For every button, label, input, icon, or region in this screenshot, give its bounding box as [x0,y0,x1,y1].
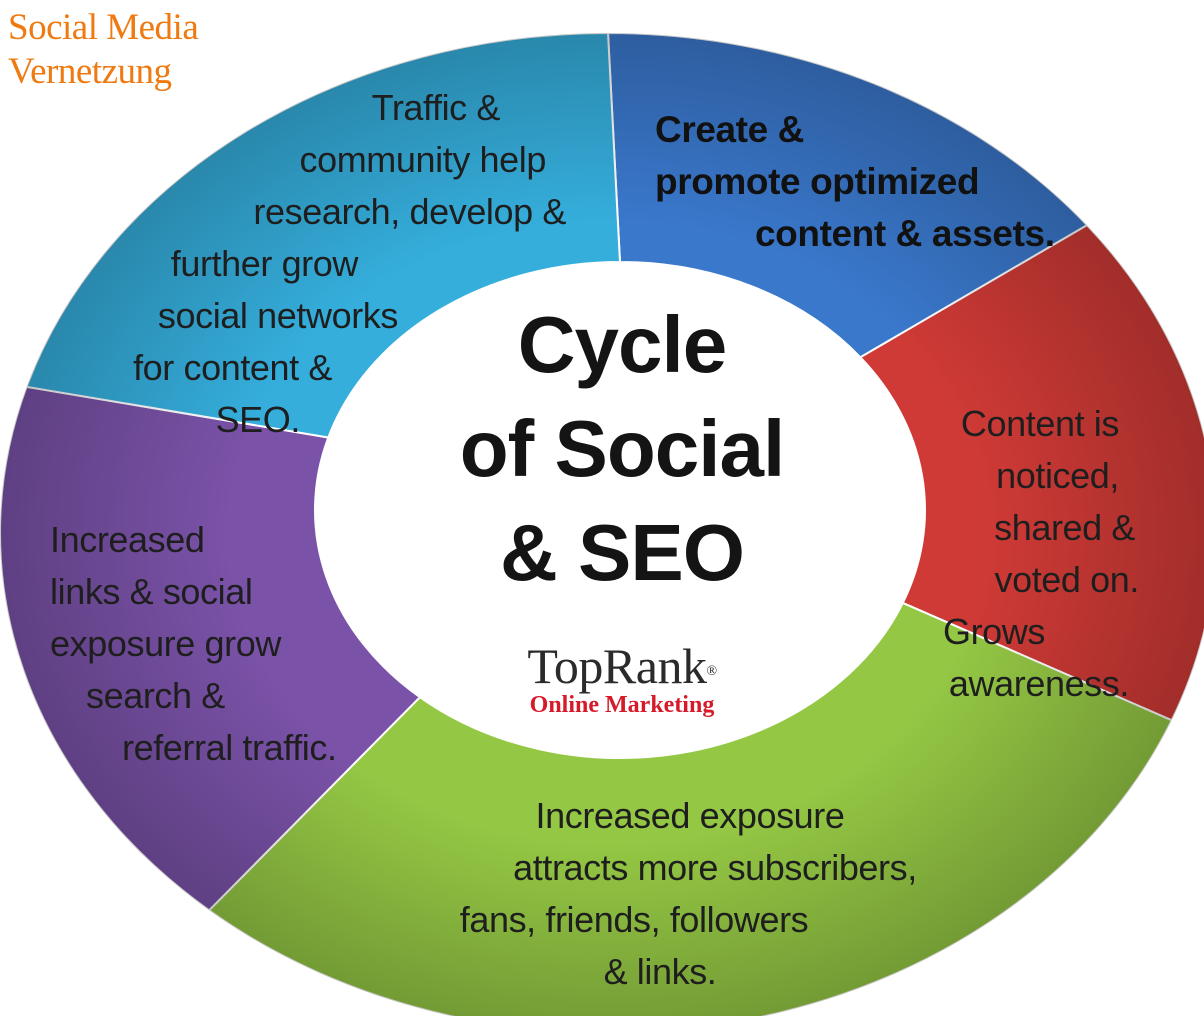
segment-noticed-line-5: Grows [942,611,1045,652]
segment-exposure-line-1: Increased exposure [535,795,845,836]
registered-mark: ® [706,664,717,679]
segment-links-text: Increased links & social exposure grow s… [50,514,337,774]
segment-exposure-line-3: fans, friends, followers [459,899,809,940]
center-title-line-1: Cycle [517,300,727,389]
brand-name: TopRank® [372,640,872,692]
segment-traffic-line-7: SEO. [215,399,301,440]
segment-links-line-1: Increased [50,519,205,560]
segment-create-line-3: content & assets. [755,213,1055,254]
segment-noticed-line-3: shared & [994,507,1135,548]
segment-noticed-line-6: awareness. [948,663,1130,704]
brand-tagline: Online Marketing [529,692,715,718]
segment-traffic-line-2: community help [299,139,546,180]
segment-exposure-line-2: attracts more subscribers, [513,847,917,888]
segment-create-line-1: Create & [655,109,804,150]
brand-name-text: TopRank [527,638,707,694]
segment-exposure-line-4: & links. [603,951,717,992]
segment-traffic-text: Traffic & community help research, devel… [86,82,566,446]
segment-noticed-line-1: Content is [960,403,1119,444]
corner-title: Social Media Vernetzung [8,6,199,94]
segment-links-line-2: links & social [50,571,253,612]
segment-traffic-line-5: social networks [157,295,399,336]
segment-noticed-text: Content is noticed, shared & voted on. G… [905,398,1155,710]
segment-exposure-text: Increased exposure attracts more subscri… [420,790,980,998]
segment-links-line-3: exposure grow [50,623,281,664]
segment-noticed-line-2: noticed, [996,455,1119,496]
center-title: Cycle of Social & SEO [372,293,872,605]
corner-title-line-1: Social Media [8,7,199,48]
segment-links-line-5: referral traffic. [122,727,337,768]
center-title-line-2: of Social [459,404,785,493]
segment-links-line-4: search & [86,675,225,716]
segment-noticed-line-4: voted on. [994,559,1139,600]
segment-create-text: Create & promote optimized content & ass… [655,104,1055,260]
center-title-line-3: & SEO [500,508,745,597]
corner-title-line-2: Vernetzung [8,51,172,92]
segment-traffic-line-4: further grow [170,243,359,284]
segment-traffic-line-3: research, develop & [253,191,566,232]
segment-traffic-line-1: Traffic & [371,87,501,128]
center-hub [315,262,925,758]
segment-traffic-line-6: for content & [133,347,332,388]
toprank-logo: TopRank® Online Marketing [372,640,872,718]
segment-create-line-2: promote optimized [655,161,980,202]
